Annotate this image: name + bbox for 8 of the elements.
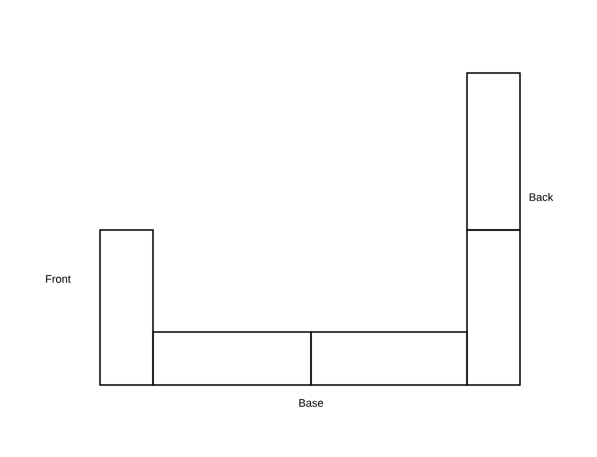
box-outline bbox=[99, 229, 154, 386]
part-label: Back bbox=[530, 192, 554, 202]
part-label: Front bbox=[46, 275, 71, 283]
box-outline bbox=[152, 331, 312, 386]
box-outline bbox=[466, 229, 521, 386]
box-outline bbox=[466, 72, 521, 231]
part-label: Base bbox=[299, 399, 324, 407]
box-outline bbox=[310, 331, 468, 386]
